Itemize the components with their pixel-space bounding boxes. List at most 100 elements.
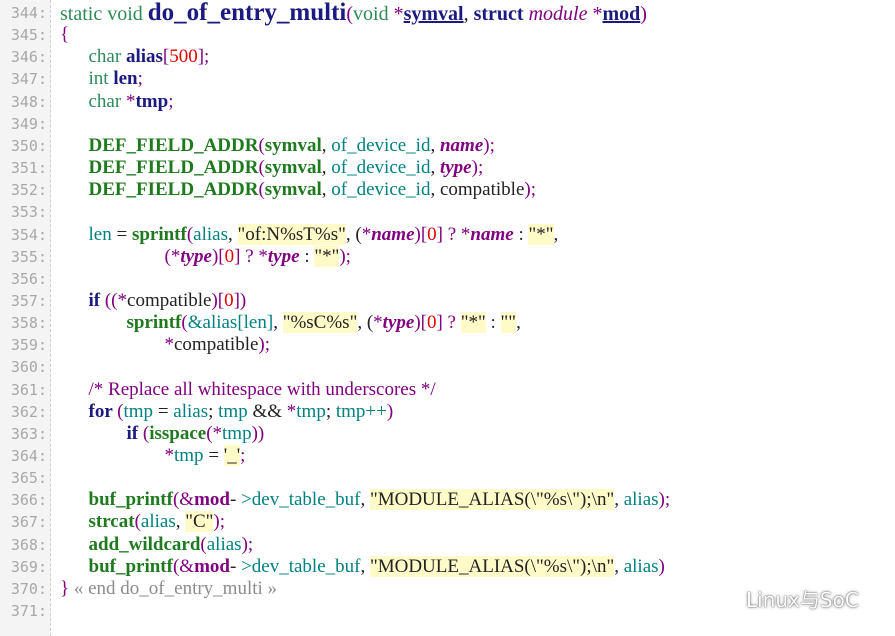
code-token: >dev_table_buf [241,489,361,511]
code-token: * [361,223,372,245]
wechat-icon [702,583,736,611]
code-line[interactable]: 356: [0,268,895,290]
line-number: 357: [10,291,47,310]
code-token: - [229,489,242,511]
code-token: , [321,179,332,201]
code-line[interactable]: 358: sprintf(&alias[len], "%sC%s", (*typ… [0,312,895,334]
code-token: if [60,422,143,444]
code-token: alias [193,223,228,245]
string-literal: "" [500,312,517,334]
string-literal: "of:N%sT%s" [237,223,346,245]
code-line[interactable]: 369: buf_printf(&mod- >dev_table_buf, "M… [0,555,895,578]
code-line[interactable]: 364: *tmp = '_'; [0,445,895,467]
code-token: , [321,134,332,156]
code-token: buf_printf [60,555,173,577]
code-line[interactable]: 344:static void do_of_entry_multi(void *… [0,0,895,25]
code-token: { [60,24,70,46]
code-line[interactable]: 355: (*type)[0] ? *type : "*"); [0,245,895,268]
code-line[interactable]: 347: int len; [0,68,895,90]
code-line[interactable]: 367: strcat(alias, "C"); [0,511,895,533]
code-token: alias [623,555,659,577]
code-token: * [212,422,223,444]
code-token: tmp [218,400,253,422]
code-line[interactable]: 361: /* Replace all whitespace with unde… [0,379,895,401]
code-token: )[ [414,312,427,334]
code-token: char [60,90,126,112]
code-line[interactable]: 352: DEF_FIELD_ADDR(symval, of_device_id… [0,179,895,201]
code-token: )) [251,422,265,444]
code-token: struct [473,3,529,25]
code-line[interactable]: 349: [0,113,895,135]
string-literal: "%sC%s" [282,312,358,334]
code-line[interactable]: 362: for (tmp = alias; tmp && *tmp; tmp+… [0,401,895,423]
code-token: of_device_id [331,134,431,156]
code-token: compatible [127,289,212,311]
code-token: 0 [426,312,437,334]
code-token: ); [524,179,536,201]
code-line[interactable]: 346: char alias[500]; [0,46,895,68]
code-token: , [463,3,474,25]
code-line[interactable]: 351: DEF_FIELD_ADDR(symval, of_device_id… [0,157,895,179]
code-line[interactable]: 348: char *tmp; [0,91,895,113]
code-token: isspace [149,422,207,444]
string-literal: "*" [460,312,486,334]
code-text: static void do_of_entry_multi(void *symv… [60,0,647,25]
code-token: &alias[len] [187,312,274,334]
code-token: )[ [211,245,225,267]
code-token: for [60,400,118,422]
code-token: type [439,157,472,179]
code-line[interactable]: 365: [0,467,895,489]
code-line[interactable]: 353: [0,201,895,223]
code-line[interactable]: 363: if (isspace(*tmp)) [0,423,895,445]
code-line[interactable]: 345:{ [0,24,895,46]
watermark: Linux与SoC [700,580,859,616]
code-line[interactable]: 350: DEF_FIELD_ADDR(symval, of_device_id… [0,135,895,157]
line-number: 366: [10,491,47,510]
code-token: alias [206,533,242,555]
code-text: len = sprintf(alias, "of:N%sT%s", (*name… [60,223,558,246]
line-number: 353: [10,203,47,222]
code-text: buf_printf(&mod- >dev_table_buf, "MODULE… [60,555,665,578]
code-token: , [175,511,186,533]
code-text: (*type)[0] ? *type : "*"); [60,245,351,268]
code-token: , [614,489,624,511]
code-token: 0 [427,223,437,245]
code-token: : [299,245,315,267]
code-token: symval [403,3,464,25]
code-line[interactable]: 354: len = sprintf(alias, "of:N%sT%s", (… [0,223,895,246]
code-text: strcat(alias, "C"); [60,511,225,533]
code-token: * [125,90,136,112]
code-text: DEF_FIELD_ADDR(symval, of_device_id, nam… [60,135,495,157]
code-line[interactable]: 371: [0,600,895,622]
code-token: && [252,400,287,422]
code-token: , [516,312,521,334]
code-token: ( [134,511,141,533]
code-token: strcat [60,511,135,533]
code-token: name [371,223,415,245]
code-line[interactable]: 370:} « end do_of_entry_multi » [0,578,895,600]
line-number: 359: [10,336,47,355]
code-text: char *tmp; [60,90,174,113]
code-line[interactable]: 366: buf_printf(&mod- >dev_table_buf, "M… [0,489,895,511]
code-token: sprintf [131,223,187,245]
code-token: (( [104,289,118,311]
watermark-text: Linux与SoC [746,587,859,612]
line-number: 365: [10,469,47,488]
code-token: ); [339,245,351,267]
code-token: compatible [439,179,525,201]
code-token: sprintf [60,312,182,334]
code-token: tmp [296,400,326,422]
code-token: ); [241,533,254,555]
code-token: ; [168,90,174,112]
code-text: char alias[500]; [60,46,210,68]
code-token: : [485,312,501,334]
code-line[interactable]: 368: add_wildcard(alias); [0,534,895,556]
code-token: ; [240,445,246,466]
code-token: * [258,245,268,267]
code-token: , [360,555,370,577]
code-line[interactable]: 357: if ((*compatible)[0]) [0,290,895,312]
code-line[interactable]: 360: [0,356,895,378]
code-token: if [60,289,105,311]
code-line[interactable]: 359: *compatible); [0,334,895,356]
